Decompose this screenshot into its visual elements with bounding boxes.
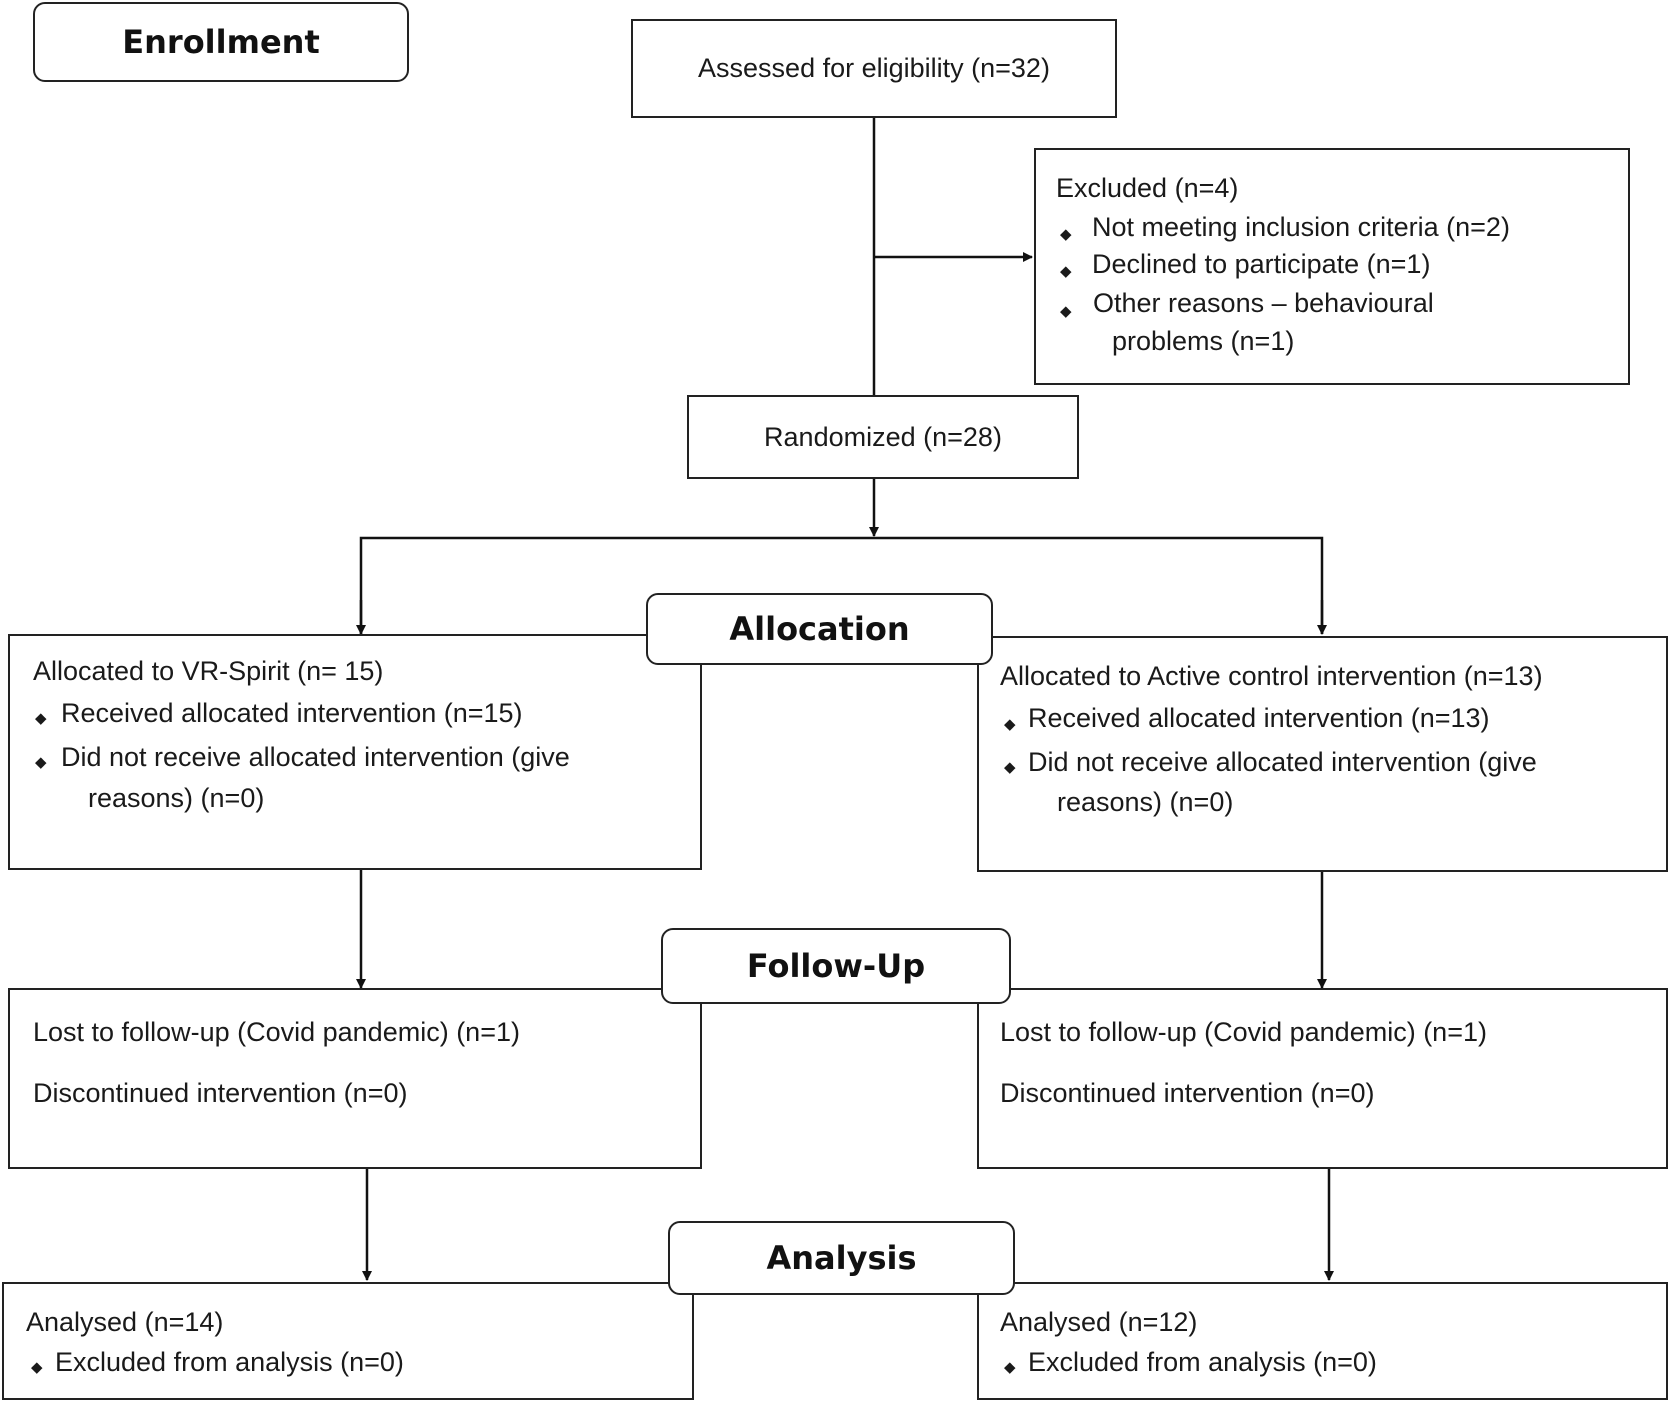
bullet-icon: ◆ bbox=[35, 754, 47, 771]
allocation-right-title: Allocated to Active control intervention… bbox=[1000, 661, 1543, 691]
box-analysis-left: Analysed (n=14) ◆ Excluded from analysis… bbox=[2, 1282, 694, 1400]
allocation-right-item: Received allocated intervention (n=13) bbox=[1028, 703, 1490, 733]
analysis-left-item: Excluded from analysis (n=0) bbox=[55, 1347, 404, 1377]
excluded-title: Excluded (n=4) bbox=[1056, 173, 1239, 203]
bullet-icon: ◆ bbox=[31, 1359, 43, 1376]
excluded-item-continuation: problems (n=1) bbox=[1112, 326, 1295, 356]
excluded-item: Declined to participate (n=1) bbox=[1092, 249, 1431, 279]
box-analysis-right: Analysed (n=12) ◆ Excluded from analysis… bbox=[977, 1282, 1668, 1400]
stage-label-follow-up-text: Follow-Up bbox=[746, 947, 926, 985]
bullet-icon: ◆ bbox=[1060, 303, 1072, 320]
followup-left-discontinued: Discontinued intervention (n=0) bbox=[33, 1078, 408, 1108]
analysis-right-title: Analysed (n=12) bbox=[1000, 1307, 1198, 1337]
stage-label-enrollment: Enrollment bbox=[33, 2, 409, 82]
stage-label-allocation-text: Allocation bbox=[729, 610, 910, 648]
stage-label-analysis: Analysis bbox=[668, 1221, 1015, 1295]
excluded-item: Not meeting inclusion criteria (n=2) bbox=[1092, 212, 1510, 242]
connector-split-bar bbox=[359, 536, 1324, 634]
box-excluded: Excluded (n=4) ◆ Not meeting inclusion c… bbox=[1034, 148, 1630, 385]
box-randomized: Randomized (n=28) bbox=[687, 395, 1079, 479]
allocation-left-item: Did not receive allocated intervention (… bbox=[61, 742, 570, 772]
box-followup-right: Lost to follow-up (Covid pandemic) (n=1)… bbox=[977, 988, 1668, 1169]
analysis-right-item: Excluded from analysis (n=0) bbox=[1028, 1347, 1377, 1377]
allocation-left-item: Received allocated intervention (n=15) bbox=[61, 698, 523, 728]
allocation-left-title: Allocated to VR-Spirit (n= 15) bbox=[33, 656, 384, 686]
excluded-item: Other reasons – behavioural bbox=[1093, 288, 1434, 318]
box-followup-left: Lost to follow-up (Covid pandemic) (n=1)… bbox=[8, 988, 702, 1169]
stage-label-enrollment-text: Enrollment bbox=[122, 23, 320, 61]
box-allocation-right: Allocated to Active control intervention… bbox=[977, 636, 1668, 872]
allocation-left-item-continuation: reasons) (n=0) bbox=[88, 783, 265, 813]
allocation-right-item: Did not receive allocated intervention (… bbox=[1028, 747, 1537, 777]
bullet-icon: ◆ bbox=[1004, 1359, 1016, 1376]
stage-label-allocation: Allocation bbox=[646, 593, 993, 665]
followup-left-lost: Lost to follow-up (Covid pandemic) (n=1) bbox=[33, 1017, 520, 1047]
stage-label-analysis-text: Analysis bbox=[766, 1239, 917, 1277]
stage-label-follow-up: Follow-Up bbox=[661, 928, 1011, 1004]
bullet-icon: ◆ bbox=[1060, 263, 1072, 280]
bullet-icon: ◆ bbox=[1004, 759, 1016, 776]
bullet-icon: ◆ bbox=[35, 710, 47, 727]
randomized-text: Randomized (n=28) bbox=[764, 421, 1002, 452]
assessed-text: Assessed for eligibility (n=32) bbox=[698, 53, 1050, 83]
analysis-left-title: Analysed (n=14) bbox=[26, 1307, 224, 1337]
bullet-icon: ◆ bbox=[1004, 716, 1016, 733]
allocation-right-item-continuation: reasons) (n=0) bbox=[1057, 787, 1234, 817]
followup-right-discontinued: Discontinued intervention (n=0) bbox=[1000, 1078, 1375, 1108]
followup-right-lost: Lost to follow-up (Covid pandemic) (n=1) bbox=[1000, 1017, 1487, 1047]
bullet-icon: ◆ bbox=[1060, 226, 1072, 243]
box-assessed-eligibility: Assessed for eligibility (n=32) bbox=[631, 19, 1117, 118]
box-allocation-left: Allocated to VR-Spirit (n= 15) ◆ Receive… bbox=[8, 634, 702, 870]
